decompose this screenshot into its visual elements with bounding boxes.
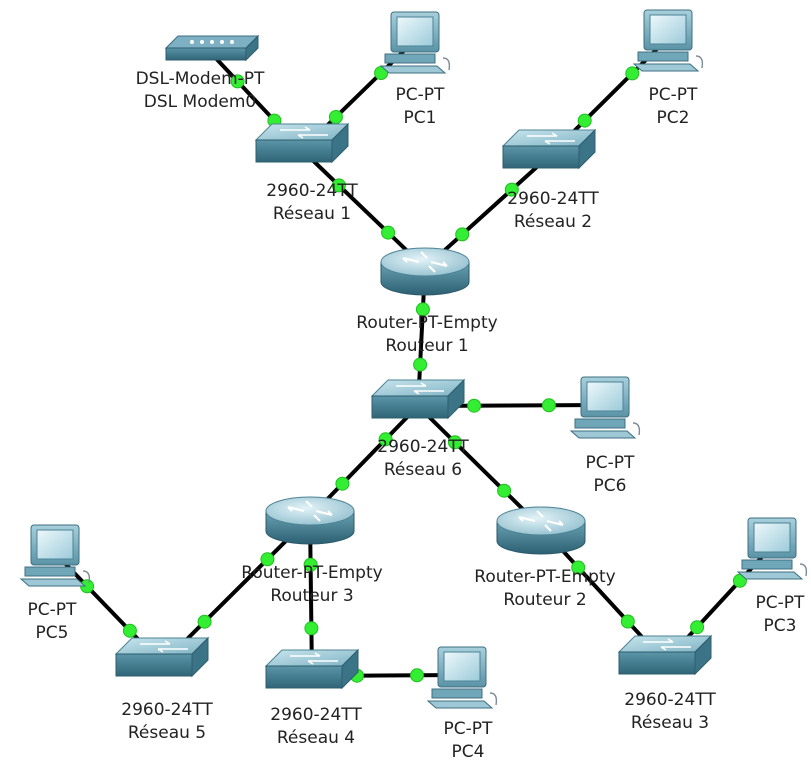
port-indicator [230, 74, 245, 89]
link-sw6-r2[interactable] [416, 404, 543, 529]
port-indicator [504, 182, 519, 197]
device-r2[interactable] [496, 506, 586, 555]
device-type-label: DSL-Modem-PT [136, 69, 265, 89]
port-indicator [197, 614, 212, 629]
device-type-label: 2960-24TT [121, 700, 213, 720]
port-indicator [467, 398, 482, 413]
links-layer [53, 36, 774, 678]
device-sw2[interactable] [501, 128, 597, 170]
device-name-label: Routeur 1 [385, 336, 468, 356]
port-indicator [625, 66, 640, 81]
device-sw1[interactable] [254, 122, 350, 164]
device-type-label: PC-PT [586, 453, 636, 473]
device-name-label: PC1 [404, 108, 437, 128]
device-sw4[interactable] [264, 648, 360, 690]
device-type-label: 2960-24TT [266, 181, 358, 201]
port-indicator [541, 398, 556, 413]
port-indicator [497, 483, 512, 498]
port-indicator [577, 113, 592, 128]
device-type-label: PC-PT [649, 85, 699, 105]
port-indicator [304, 621, 319, 636]
device-name-label: Routeur 3 [270, 586, 353, 606]
device-type-label: PC-PT [396, 85, 446, 105]
device-r3[interactable] [265, 496, 355, 545]
device-r1[interactable] [380, 247, 470, 296]
port-indicator [455, 227, 470, 242]
ports-layer [80, 66, 747, 683]
link-sw1-r1[interactable] [300, 148, 427, 270]
device-pc6[interactable] [569, 376, 641, 439]
port-indicator [260, 552, 275, 567]
port-indicator [328, 110, 343, 124]
port-indicator [335, 476, 350, 491]
device-sw6[interactable] [370, 378, 466, 420]
device-type-label: PC-PT [28, 600, 78, 620]
device-name-label: DSL Modem0 [144, 92, 256, 112]
device-name-label: PC3 [764, 616, 797, 636]
device-type-label: Router-PT-Empty [474, 567, 615, 587]
device-pc1[interactable] [379, 11, 451, 74]
device-name-label: Réseau 1 [273, 204, 351, 224]
device-sw3[interactable] [617, 634, 713, 676]
port-indicator [331, 178, 346, 193]
port-indicator [122, 623, 137, 638]
device-type-label: PC-PT [756, 593, 806, 613]
device-dsl[interactable] [164, 34, 260, 62]
device-name-label: PC5 [36, 623, 69, 643]
port-indicator [410, 668, 424, 683]
device-type-label: Router-PT-Empty [241, 563, 382, 583]
device-sw5[interactable] [114, 636, 210, 678]
port-indicator [571, 560, 586, 575]
device-name-label: Réseau 3 [631, 713, 709, 733]
device-name-label: Réseau 2 [514, 212, 592, 232]
device-name-label: Routeur 2 [503, 590, 586, 610]
device-name-label: PC6 [594, 476, 627, 496]
device-name-label: PC4 [452, 742, 485, 762]
port-indicator [303, 557, 318, 572]
device-type-label: 2960-24TT [377, 437, 469, 457]
device-name-label: Réseau 4 [277, 728, 355, 748]
port-indicator [378, 432, 393, 447]
device-pc2[interactable] [632, 9, 704, 72]
port-indicator [381, 225, 396, 240]
port-indicator [415, 302, 430, 317]
device-name-label: Réseau 6 [384, 460, 462, 480]
device-name-label: PC2 [657, 108, 690, 128]
device-name-label: Réseau 5 [128, 723, 206, 743]
device-type-label: Router-PT-Empty [356, 313, 497, 333]
device-type-label: PC-PT [444, 719, 494, 739]
device-pc5[interactable] [19, 524, 91, 587]
port-indicator [690, 620, 705, 635]
port-indicator [413, 357, 428, 372]
device-pc4[interactable] [426, 646, 498, 709]
port-indicator [447, 435, 462, 450]
port-indicator [620, 614, 635, 629]
device-type-label: 2960-24TT [507, 189, 599, 209]
device-type-label: 2960-24TT [270, 705, 362, 725]
device-type-label: 2960-24TT [624, 690, 716, 710]
device-pc3[interactable] [736, 517, 808, 580]
